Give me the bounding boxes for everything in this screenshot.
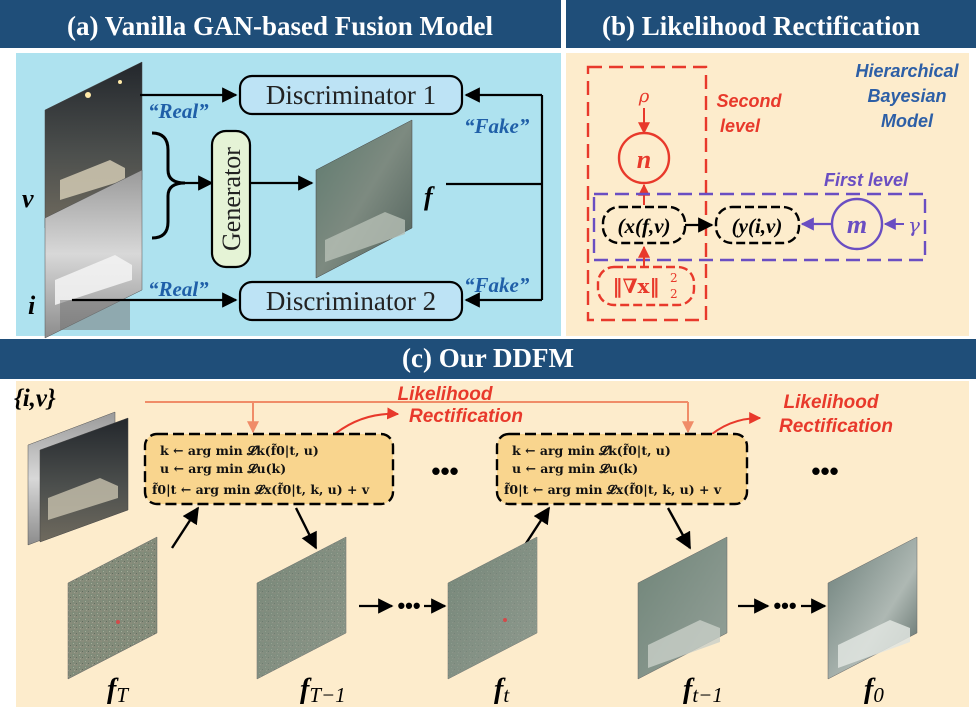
node-grad-sub: 2 [670,287,678,301]
real-label-1: “Real” [148,99,209,123]
panel-a-header [0,0,561,48]
eq-block-1-k: k ← arg min 𝓛k(f̃0|t, u) [160,443,319,458]
panel-c-title: (c) Our DDFM [402,343,574,373]
node-x-label: (x(f,v) [617,214,670,238]
frame-fT-image [67,536,158,680]
discriminator-2-box [238,280,464,322]
frame-label-f0: f0 [864,674,884,707]
panel-a-title: (a) Vanilla GAN-based Fusion Model [67,11,494,41]
output-f-label: f [424,182,435,211]
frame-ft1-image [637,536,728,680]
eq-block-1-u: u ← arg min 𝓛u(k) [160,461,286,476]
eq-block-2-f: f̃0|t ← arg min 𝓛x(f̃0|t, k, u) + v [504,482,722,497]
second-level-label-2: level [720,116,761,136]
first-level-box [592,192,927,262]
block-ellipsis-2: ••• [811,456,838,486]
ft-to-block-2-arrow [521,506,551,549]
infrared-image-i [44,169,143,339]
frame-fT1-image [256,536,347,680]
panel-c-header [0,339,976,379]
panel-b-header [566,0,976,48]
likelihood-label-1-line-2: Rectification [409,406,523,427]
rho-label: ρ [638,86,650,107]
eq-block-2-u: u ← arg min 𝓛u(k) [512,461,638,476]
node-grad [596,265,696,307]
node-n-label: n [637,145,651,174]
node-y-label: (y(i,v) [732,214,783,238]
hbm-title-line-2: Bayesian [867,86,946,106]
frame-label-ft1: ft−1 [683,674,723,707]
eq-block-2-k: k ← arg min 𝓛k(f̃0|t, u) [512,443,671,458]
generator-label: Generator [217,147,246,251]
hbm-title-line-3: Model [881,111,934,131]
frame-label-ft: ft [494,674,510,707]
likelihood-label-1-line-1: Likelihood [398,384,493,405]
discriminator-1-label: Discriminator 1 [266,80,436,110]
likelihood-label-2-line-2: Rectification [779,416,893,437]
first-level-label: First level [824,170,909,190]
panel-b-title: (b) Likelihood Rectification [602,11,920,41]
second-level-label-1: Second [716,91,782,111]
hbm-title-line-1: Hierarchical [855,61,959,81]
fake-label-2: “Fake” [464,273,530,297]
block-1-to-fT1-arrow [294,507,318,550]
frame-ft-image [447,536,538,680]
block-ellipsis-1: ••• [431,456,458,486]
frame-label-fT1: fT−1 [300,674,346,707]
real-label-2: “Real” [148,277,209,301]
node-m-label: m [847,210,867,239]
seq-ellipsis-1: ••• [397,593,420,618]
frame-label-fT: fT [107,674,129,707]
likelihood-label-2-line-1: Likelihood [784,392,879,413]
input-i-label: i [28,291,36,320]
fT-to-block-1-arrow [170,506,200,549]
node-grad-sup: 2 [670,271,678,285]
node-grad-label: ‖∇x‖ [613,274,660,298]
node-m [830,197,884,251]
equation-block-2 [495,432,749,506]
node-y [714,205,801,245]
discriminator-2-label: Discriminator 2 [266,286,436,316]
frame-f0-image [827,536,918,680]
fused-image-f [315,119,413,279]
input-v-label: v [22,184,34,213]
seq-ellipsis-2: ••• [773,593,796,618]
inputs-label: {i,v} [14,385,56,412]
input-stack [27,411,129,546]
block-2-to-ft1-arrow [666,507,692,550]
fake-label-1: “Fake” [464,114,530,138]
discriminator-1-box [238,74,464,116]
generator-box [210,129,252,269]
eq-block-1-f: f̃0|t ← arg min 𝓛x(f̃0|t, k, u) + v [152,482,370,497]
gamma-label: γ [908,213,920,237]
node-n [617,131,671,185]
equation-block-1 [143,432,395,506]
